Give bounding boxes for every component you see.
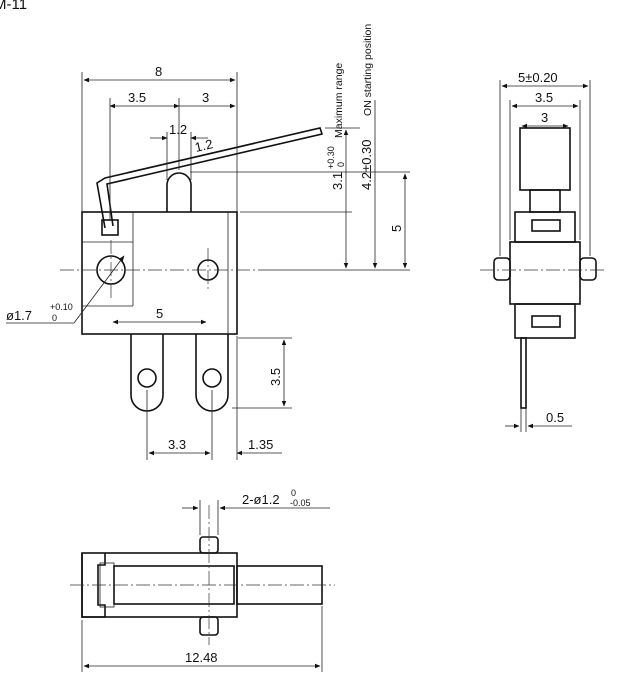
side-body-upper [514, 211, 576, 243]
dim-max-range: 3.1 [330, 172, 345, 190]
switch-body [81, 211, 238, 335]
side-view: 5±0.20 3.5 3 0.5 [480, 70, 605, 432]
bottom-view: 2-ø1.2 0 -0.05 12.48 [70, 488, 335, 672]
dim-lever-right-span: 3 [202, 90, 209, 105]
dim-plunger-width: 1.2 [169, 122, 187, 137]
drawing-title: PSM-11 [0, 0, 27, 13]
dim-height-to-center: 5 [389, 225, 404, 232]
dim-terminal-offset: 1.35 [248, 437, 273, 452]
terminal-pin [520, 337, 527, 409]
dim-max-range-tol-lower: 0 [336, 162, 346, 167]
side-body-lower [514, 303, 576, 339]
label-maximum-range: Maximum range [333, 63, 345, 138]
dim-max-range-tol-upper: +0.30 [326, 146, 336, 169]
label-on-starting-position: ON starting position [362, 24, 374, 116]
side-body-mid [509, 241, 581, 305]
actuator-neck [529, 189, 561, 213]
slot-upper [531, 219, 561, 232]
terminal-hole-right [202, 368, 222, 388]
dim-total-width: 5±0.20 [518, 70, 558, 85]
plunger [166, 172, 192, 212]
dim-hole-tol-lower: 0 [52, 313, 57, 323]
side-pin-right [579, 257, 597, 281]
dim-on-start: 4.2±0.30 [359, 139, 374, 190]
dim-hole-diameter: ø1.7 [6, 308, 32, 323]
dim-hole-tol-upper: +0.10 [50, 302, 73, 312]
actuator-top [519, 127, 571, 191]
dim-lever-pivot-offset: 3.5 [128, 90, 146, 105]
dim-hole-spacing: 5 [156, 306, 163, 321]
dim-lever-length: 1.2 [193, 136, 214, 155]
front-view: 8 3.5 3 1.2 1.2 3.1 +0.30 0 Maximum rang… [6, 24, 410, 460]
bottom-end-cap [81, 553, 106, 618]
dim-width: 8 [155, 64, 162, 79]
dim-body-width: 3.5 [535, 90, 553, 105]
lever [96, 127, 324, 229]
terminal-hole-left [137, 368, 157, 388]
dim-pin-diameter: 2-ø1.2 [242, 492, 280, 507]
dim-terminal-pitch: 3.3 [168, 437, 186, 452]
dim-terminal-length: 3.5 [268, 368, 283, 386]
slot-lower [531, 315, 561, 328]
dim-pin-tol-upper: 0 [291, 488, 296, 498]
dim-actuator-width: 3 [541, 110, 548, 125]
side-pin-left [493, 257, 511, 281]
dim-pin-tol-lower: -0.05 [290, 498, 311, 508]
dim-overall-length: 12.48 [185, 650, 218, 665]
dim-pin-thickness: 0.5 [546, 410, 564, 425]
